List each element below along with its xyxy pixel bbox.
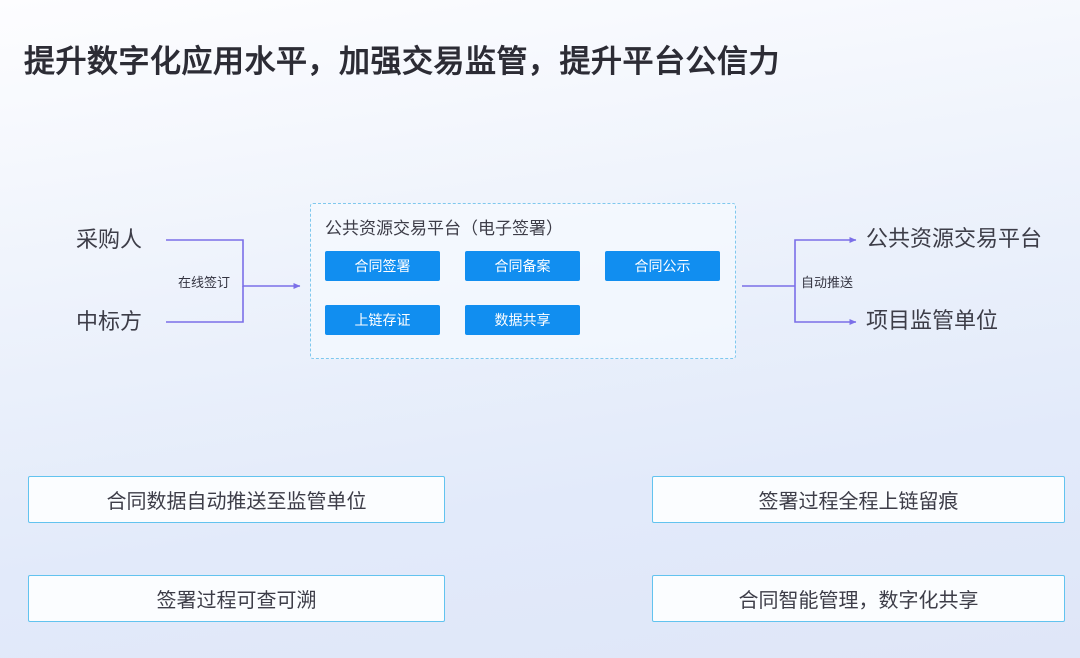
- benefit-box-traceable[interactable]: 签署过程可查可溯: [28, 575, 445, 622]
- receiver-label-project-supervisor: 项目监管单位: [866, 308, 999, 333]
- receiver-label-public-resource-platform: 公共资源交易平台: [866, 226, 1043, 251]
- connector-out-to-supervisor: [794, 286, 857, 325]
- platform-panel: 公共资源交易平台（电子签署） 合同签署 合同备案 合同公示 上链存证 数据共享: [310, 203, 736, 359]
- chip-contract-signing[interactable]: 合同签署: [325, 251, 440, 281]
- chip-blockchain-evidence[interactable]: 上链存证: [325, 305, 440, 335]
- chip-data-sharing[interactable]: 数据共享: [465, 305, 580, 335]
- benefit-box-smart-management[interactable]: 合同智能管理，数字化共享: [652, 575, 1065, 622]
- actor-label-winner: 中标方: [76, 309, 143, 334]
- benefit-box-blockchain-trace[interactable]: 签署过程全程上链留痕: [652, 476, 1065, 523]
- chip-contract-publicity[interactable]: 合同公示: [605, 251, 720, 281]
- connector-winner-to-panel: [166, 286, 244, 323]
- platform-panel-title: 公共资源交易平台（电子签署）: [325, 219, 563, 238]
- capability-chip-row: 上链存证 数据共享: [325, 305, 725, 335]
- actor-label-buyer: 采购人: [76, 227, 143, 252]
- capability-chip-grid: 合同签署 合同备案 合同公示 上链存证 数据共享: [325, 251, 725, 335]
- edge-caption-online-signing: 在线签订: [178, 275, 231, 290]
- chip-contract-filing[interactable]: 合同备案: [465, 251, 580, 281]
- page-title: 提升数字化应用水平，加强交易监管，提升平台公信力: [24, 44, 780, 79]
- benefit-box-auto-push[interactable]: 合同数据自动推送至监管单位: [28, 476, 445, 523]
- capability-chip-row: 合同签署 合同备案 合同公示: [325, 251, 725, 281]
- edge-caption-auto-push: 自动推送: [801, 275, 854, 290]
